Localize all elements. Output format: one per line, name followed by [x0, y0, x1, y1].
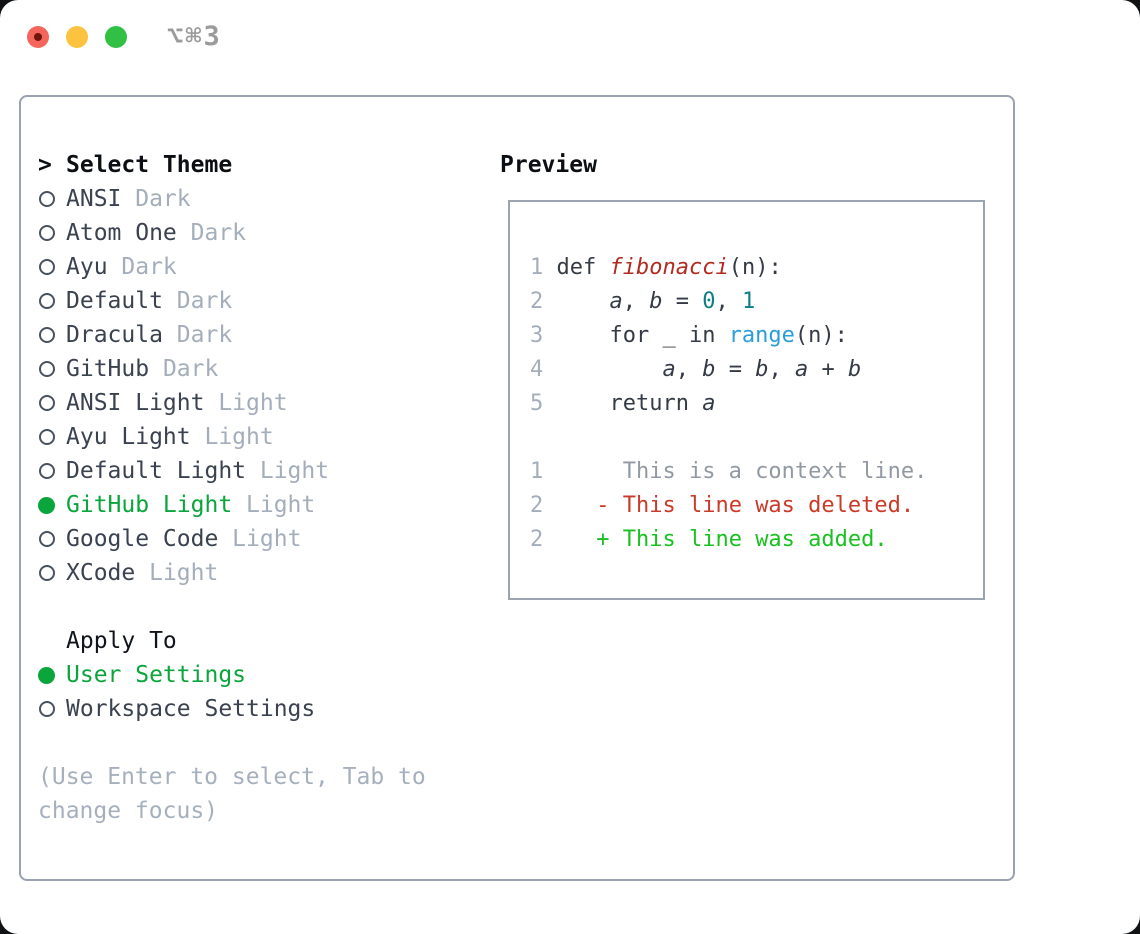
- theme-variant-tag: Dark: [162, 322, 233, 348]
- hint-line-2: change focus): [38, 798, 219, 824]
- theme-variant-tag: Light: [204, 390, 288, 416]
- theme-option[interactable]: Atom One Dark: [38, 216, 426, 250]
- apply-option[interactable]: Workspace Settings: [38, 692, 426, 726]
- apply-option[interactable]: User Settings: [38, 658, 426, 692]
- theme-name: Atom One: [66, 220, 177, 246]
- theme-option[interactable]: XCode Light: [38, 556, 426, 590]
- theme-variant-tag: Light: [232, 492, 316, 518]
- radio-icon: [39, 565, 55, 581]
- preview-title: Preview: [500, 152, 597, 178]
- window-shortcut-label: ⌥⌘3: [167, 21, 222, 52]
- theme-variant-tag: Light: [135, 560, 219, 586]
- code-line: 2 - This line was deleted.: [530, 493, 915, 518]
- selection-prompt-icon: >: [38, 152, 52, 178]
- code-line: 1 This is a context line.: [530, 459, 928, 484]
- theme-variant-tag: Dark: [162, 288, 233, 314]
- theme-list-header: > Select Theme: [38, 148, 426, 182]
- radio-icon: [39, 463, 55, 479]
- theme-variant-tag: Dark: [121, 186, 191, 212]
- theme-option[interactable]: Google Code Light: [38, 522, 426, 556]
- theme-list-title: Select Theme: [66, 152, 233, 178]
- zoom-button[interactable]: [105, 26, 127, 48]
- preview-box: 1 def fibonacci(n): 2 a, b = 0, 1 3 for _ …: [508, 200, 985, 600]
- radio-icon: [39, 327, 55, 343]
- apply-option-label: User Settings: [66, 662, 247, 688]
- code-line: 2 a, b = 0, 1: [530, 289, 756, 314]
- theme-option[interactable]: GitHub Dark: [38, 352, 426, 386]
- theme-name: Dracula: [66, 322, 163, 348]
- hint-text: (Use Enter to select, Tab to change focus…: [38, 760, 426, 828]
- theme-list: > Select Theme ANSI Dark Atom One Dark A…: [38, 148, 426, 828]
- theme-name: GitHub Light: [66, 492, 233, 518]
- theme-name: ANSI Light: [66, 390, 205, 416]
- theme-option[interactable]: ANSI Light Light: [38, 386, 426, 420]
- theme-name: Ayu Light: [66, 424, 191, 450]
- theme-variant-tag: Dark: [176, 220, 247, 246]
- radio-icon: [38, 496, 55, 514]
- radio-icon: [39, 531, 55, 547]
- theme-name: Default: [66, 288, 163, 314]
- code-line: [530, 421, 983, 455]
- theme-option[interactable]: Ayu Dark: [38, 250, 426, 284]
- code-line: 3 for _ in range(n):: [530, 323, 848, 348]
- theme-dialog-panel: > Select Theme ANSI Dark Atom One Dark A…: [19, 95, 1015, 881]
- theme-option[interactable]: Ayu Light Light: [38, 420, 426, 454]
- theme-option[interactable]: Default Light Light: [38, 454, 426, 488]
- code-line: 1 def fibonacci(n):: [530, 255, 782, 280]
- code-line: 2 + This line was added.: [530, 527, 888, 552]
- theme-option[interactable]: Dracula Dark: [38, 318, 426, 352]
- radio-icon: [38, 666, 55, 684]
- theme-name: Ayu: [66, 254, 108, 280]
- code-line: 4 a, b = b, a + b: [530, 357, 862, 382]
- radio-icon: [39, 701, 55, 717]
- theme-option[interactable]: GitHub Light Light: [38, 488, 426, 522]
- radio-icon: [39, 191, 55, 207]
- radio-icon: [39, 259, 55, 275]
- theme-name: GitHub: [66, 356, 150, 382]
- theme-variant-tag: Light: [218, 526, 302, 552]
- theme-variant-tag: Dark: [107, 254, 177, 280]
- radio-icon: [39, 395, 55, 411]
- radio-icon: [39, 361, 55, 377]
- minimize-button[interactable]: [66, 26, 88, 48]
- theme-name: Google Code: [66, 526, 219, 552]
- theme-variant-tag: Light: [246, 458, 330, 484]
- theme-variant-tag: Light: [190, 424, 274, 450]
- apply-to-title: Apply To: [66, 628, 177, 654]
- theme-name: Default Light: [66, 458, 247, 484]
- apply-option-label: Workspace Settings: [66, 696, 316, 722]
- radio-icon: [39, 225, 55, 241]
- theme-name: ANSI: [66, 186, 122, 212]
- apply-to-header: Apply To: [38, 624, 426, 658]
- close-button[interactable]: [27, 26, 49, 48]
- theme-variant-tag: Dark: [149, 356, 219, 382]
- theme-option[interactable]: Default Dark: [38, 284, 426, 318]
- titlebar: [27, 26, 127, 48]
- theme-option[interactable]: ANSI Dark: [38, 182, 426, 216]
- hint-line-1: (Use Enter to select, Tab to: [38, 764, 426, 790]
- code-line: 5 return a: [530, 391, 716, 416]
- radio-icon: [39, 293, 55, 309]
- theme-name: XCode: [66, 560, 136, 586]
- radio-icon: [39, 429, 55, 445]
